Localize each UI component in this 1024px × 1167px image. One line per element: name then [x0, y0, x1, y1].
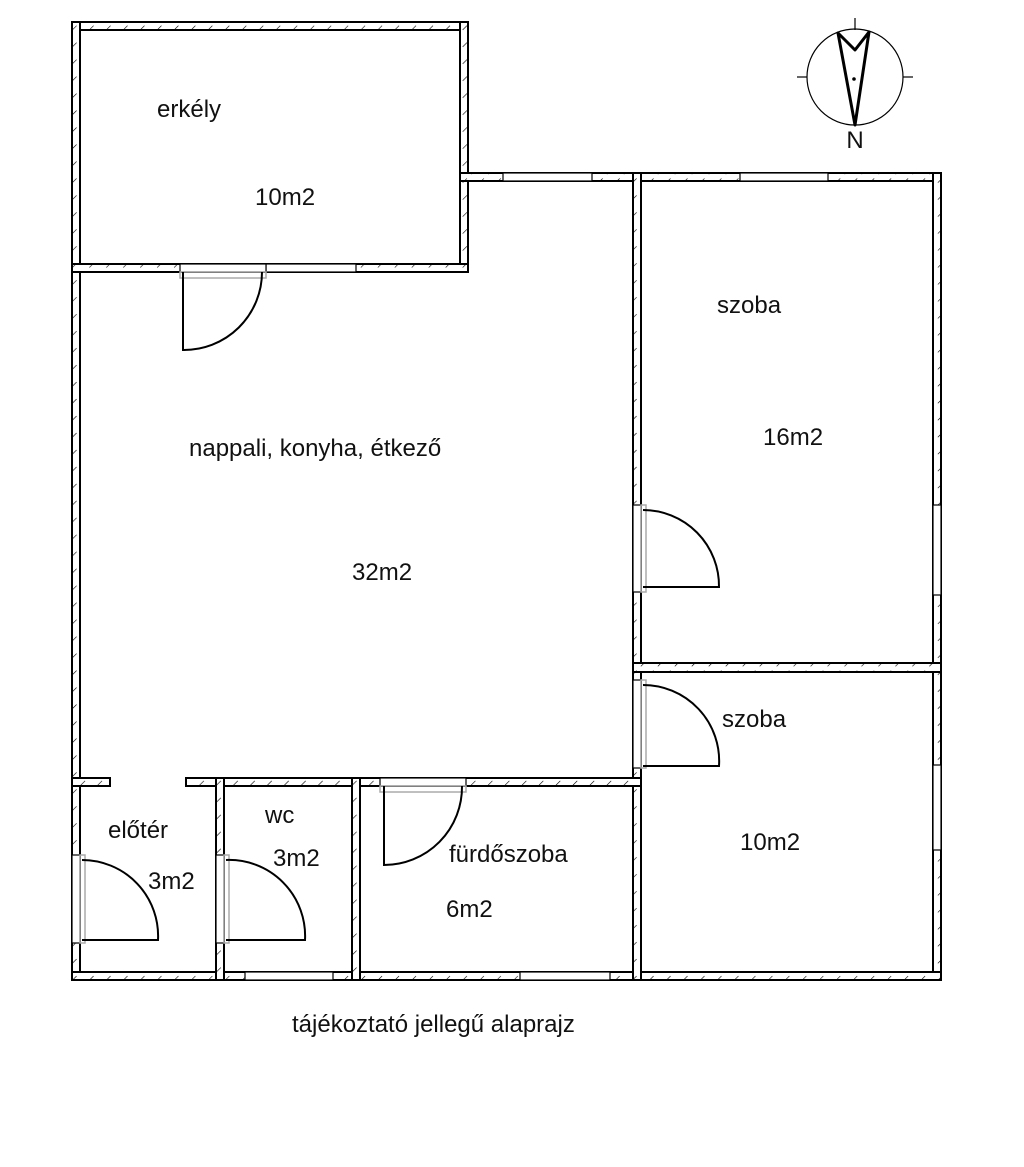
room2-area: 10m2 — [740, 829, 800, 856]
living-name: nappali, konyha, étkező — [189, 435, 441, 462]
living-area: 32m2 — [352, 559, 412, 586]
hall-area: 3m2 — [148, 868, 195, 895]
plan-caption: tájékoztató jellegű alaprajz — [292, 1011, 575, 1038]
balcony-name: erkély — [157, 96, 221, 123]
room-labels: erkély 10m2 nappali, konyha, étkező 32m2… — [108, 96, 823, 923]
compass-north-label: N — [846, 127, 863, 154]
walls — [71, 21, 942, 981]
wc-name: wc — [264, 802, 294, 829]
north-arrow-icon — [836, 30, 871, 127]
balcony-area: 10m2 — [255, 184, 315, 211]
hall-name: előtér — [108, 817, 168, 844]
compass: N — [797, 18, 913, 154]
wc-area: 3m2 — [273, 845, 320, 872]
windows — [244, 172, 942, 981]
room2-name: szoba — [722, 706, 787, 733]
compass-circle — [806, 28, 904, 126]
bathroom-name: fürdőszoba — [449, 841, 568, 868]
room1-name: szoba — [717, 292, 782, 319]
room1-area: 16m2 — [763, 424, 823, 451]
doors — [71, 263, 721, 944]
bathroom-area: 6m2 — [446, 896, 493, 923]
